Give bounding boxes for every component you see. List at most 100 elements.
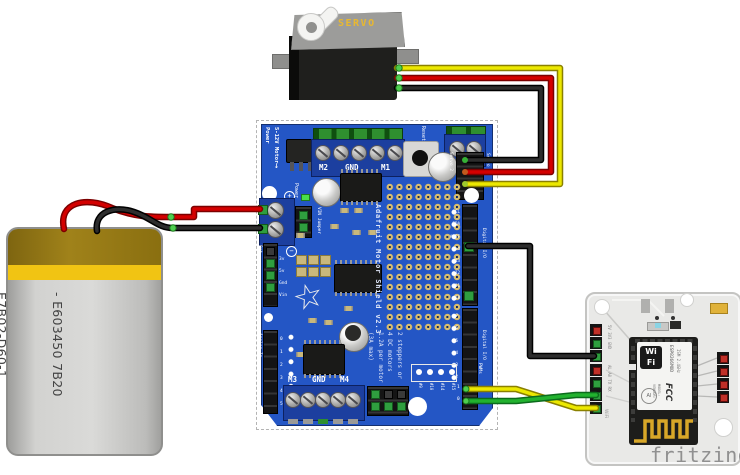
battery-label-line2: E7B02-D60-1 (0, 292, 10, 379)
breakout-hole (438, 369, 444, 375)
servo-horn-center (306, 22, 317, 33)
terminal-pad (288, 419, 298, 424)
esp-pin-pad[interactable] (720, 368, 728, 376)
power-terminal-minus-pad[interactable] (258, 224, 268, 234)
terminal-screw[interactable] (369, 145, 385, 161)
esp-5v-pin[interactable] (593, 327, 601, 335)
esp-bottom-pins-label: AL A0 TX RX (607, 365, 612, 392)
analog-in-label: Analog In (257, 333, 262, 358)
header-pin (266, 247, 275, 256)
terminal-screw[interactable] (387, 145, 403, 161)
m4-label: M4 (340, 375, 350, 384)
minus-mark: − (286, 246, 297, 257)
wifi-logo: Wi Fi (640, 346, 662, 369)
wire-battery-red[interactable] (61, 200, 262, 231)
terminal-screw[interactable] (351, 145, 367, 161)
battery-top-band (8, 229, 161, 265)
terminal-pad (348, 419, 358, 424)
esp-3v3-pin[interactable] (593, 340, 601, 348)
breakout-hole (427, 369, 433, 375)
terminal-screw[interactable] (330, 392, 346, 408)
lipo-battery[interactable] (6, 227, 163, 456)
shield-subtitle: 2 steppers or 4 DC motors 1.2A per motor… (367, 332, 404, 383)
smd-part (670, 321, 681, 329)
terminal-screw[interactable] (315, 145, 331, 161)
pwm-breakout-label: #10 (429, 383, 434, 391)
smd-resistor (344, 306, 353, 311)
terminal-pad (318, 419, 328, 424)
terminal-screw[interactable] (285, 392, 301, 408)
header-pin (397, 390, 406, 399)
esp-pin-pad[interactable] (720, 394, 728, 402)
terminal-screw[interactable] (315, 392, 331, 408)
servo-tab-right (395, 49, 419, 64)
gnd-pin[interactable] (464, 242, 474, 252)
m1-label: M1 (381, 163, 391, 172)
digital-breakout-holes (448, 206, 460, 302)
ic-pins (335, 260, 379, 264)
esp-tx-pin[interactable] (593, 392, 601, 400)
ic-pins (304, 340, 342, 344)
smd-part (665, 299, 674, 313)
power-terminal-screw[interactable] (267, 202, 284, 219)
reset-button-cap[interactable] (412, 150, 428, 166)
esp-chip-pins-top (635, 339, 693, 343)
terminal-screw[interactable] (300, 392, 316, 408)
digital-io-label2: Digital I/O (481, 330, 486, 360)
solder-pad (308, 255, 319, 265)
digital-header-bottom[interactable] (462, 308, 478, 410)
mounting-hole (262, 186, 277, 201)
esp-chip-pins-left (631, 346, 635, 422)
terminal-screw[interactable] (333, 145, 349, 161)
header-pin (464, 291, 474, 301)
battery-label: - E603450 7B20 E7B02-D60-1 + 1000mAh 3.7… (0, 292, 104, 404)
solder-pad (296, 267, 307, 277)
smd-resistor (296, 233, 305, 238)
terminal-pad (303, 419, 313, 424)
solder-pad (320, 267, 331, 277)
header-pin (266, 271, 275, 280)
esp-pin-pad[interactable] (720, 355, 728, 363)
esp-chip-notch (627, 364, 636, 370)
analog-pin-header[interactable] (263, 330, 278, 414)
esp-pin-pad[interactable] (593, 380, 601, 388)
smd-resistor (368, 230, 377, 235)
servo-body-shadow (289, 36, 299, 100)
m3-label: M3 (288, 375, 298, 384)
status-led (655, 323, 661, 328)
vin-jumper-label: VIN Jumper (316, 207, 321, 235)
power-terminal-plus-pad[interactable] (258, 205, 268, 215)
battery-label-line1: - E603450 7B20 (50, 292, 66, 397)
rst-label: Rst (257, 245, 262, 254)
breakout-hole (416, 369, 422, 375)
power-side-label: Power (264, 127, 270, 144)
esp-pin-pad[interactable] (720, 381, 728, 389)
reset-label: Reset (420, 126, 426, 142)
model-vendor-label: MODEL: VENDOR: (652, 384, 662, 399)
esp-gnd-pin[interactable] (593, 353, 601, 361)
servo-motor[interactable]: SERVO (270, 0, 420, 102)
connector-dot[interactable] (169, 224, 177, 232)
analog-pin-labels: 0 1 2 3 4 5 (280, 337, 283, 407)
vin-jumper-pin (299, 223, 308, 232)
power-terminal-screw[interactable] (267, 221, 284, 238)
shield-title: Adafruit Motor Shield v2.3 (374, 204, 382, 335)
terminal-wire-slots (313, 128, 403, 141)
smd-resistor (308, 318, 317, 323)
pwm-breakout (411, 364, 457, 382)
esp-pin-pad[interactable] (593, 367, 601, 375)
wire-battery-red-outline[interactable] (59, 198, 264, 233)
ic-pins (304, 374, 342, 378)
ic-chip (303, 344, 345, 375)
connector-dot[interactable] (167, 213, 175, 221)
motor-power-label: 5-12V Motor (273, 127, 279, 164)
motor-arrow: → (271, 163, 281, 169)
test-point (671, 316, 675, 320)
gnd-bottom-label: GND (312, 375, 326, 384)
pwm-breakout-label: #15 (451, 383, 456, 391)
servo-label: SERVO (338, 18, 376, 29)
terminal-screw[interactable] (345, 392, 361, 408)
mounting-hole (714, 418, 733, 437)
ic-chip (334, 264, 382, 293)
esp-rx-pin[interactable] (593, 405, 601, 413)
